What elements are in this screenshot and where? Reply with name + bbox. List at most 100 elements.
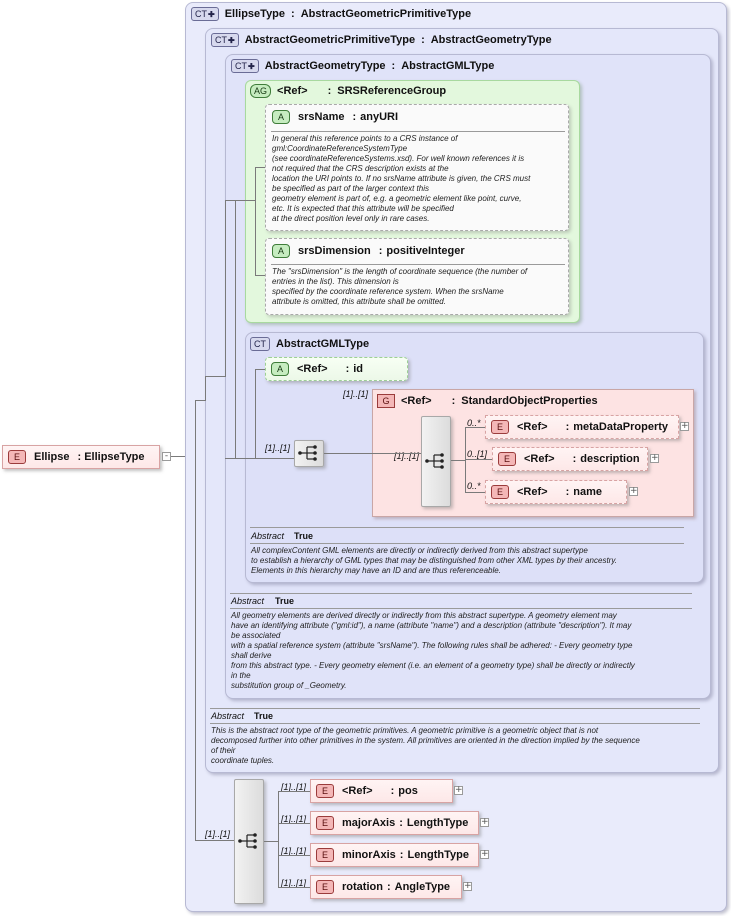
attribute-id[interactable]: A <Ref> : id	[265, 357, 408, 381]
element-rotation[interactable]: E rotation : AngleType	[310, 875, 462, 899]
expand-toggle[interactable]: +	[454, 785, 463, 795]
element-ref: <Ref>	[524, 453, 555, 465]
primitivetype-documentation: This is the abstract root type of the ge…	[211, 726, 640, 765]
ellipse-sequence-compositor[interactable]	[234, 779, 264, 904]
element-majoraxis[interactable]: E majorAxis : LengthType	[310, 811, 479, 835]
root-element-name: Ellipse	[34, 451, 70, 463]
attribute-documentation: In general this reference points to a CR…	[272, 134, 531, 223]
attribute-ref: <Ref>	[297, 363, 328, 375]
expand-toggle[interactable]: +	[480, 817, 489, 827]
element-name: metaDataProperty	[573, 421, 669, 433]
geometrytype-header: CT✚ AbstractGeometryType : AbstractGMLTy…	[231, 59, 494, 73]
expand-toggle[interactable]: +	[680, 421, 689, 431]
element-ref: <Ref>	[342, 785, 373, 797]
attribute-badge: A	[272, 110, 290, 124]
group-header[interactable]: G <Ref> : StandardObjectProperties	[377, 394, 598, 408]
element-ref: <Ref>	[517, 486, 548, 498]
geometrytype-title: AbstractGeometryType	[264, 60, 386, 72]
element-type: LengthType	[407, 849, 469, 861]
element-cardinality: 0..[1]	[467, 449, 488, 459]
element-badge: E	[316, 784, 334, 798]
attribute-srsdimension[interactable]: A srsDimension : positiveInteger The "sr…	[265, 238, 569, 315]
gmltype-header: CT AbstractGMLType	[250, 337, 369, 351]
attribute-type: anyURI	[360, 111, 399, 123]
collapse-toggle[interactable]: -	[162, 452, 171, 461]
attribute-badge: A	[271, 362, 289, 376]
abstract-label: Abstract	[251, 531, 285, 541]
element-name: minorAxis	[342, 849, 396, 861]
element-cardinality: [1]..[1]	[281, 782, 307, 792]
primitivetype-base: AbstractGeometryType	[430, 34, 552, 46]
gmltype-documentation: All complexContent GML elements are dire…	[251, 546, 617, 575]
geometrytype-documentation: All geometry elements are derived direct…	[231, 611, 635, 690]
attribute-badge: A	[272, 244, 290, 258]
abstract-value: True	[254, 711, 274, 721]
element-name-ref[interactable]: E <Ref> : name	[485, 480, 627, 504]
sequence-compositor[interactable]	[294, 440, 324, 467]
gmltype-title: AbstractGMLType	[276, 338, 370, 350]
attribute-srsname[interactable]: A srsName : anyURI In general this refer…	[265, 104, 569, 231]
group-name: StandardObjectProperties	[461, 395, 598, 407]
attribute-name: srsDimension	[298, 245, 371, 257]
ellipsetype-header: CT✚ EllipseType : AbstractGeometricPrimi…	[191, 7, 471, 21]
element-description[interactable]: E <Ref> : description	[492, 447, 648, 471]
element-cardinality: 0..*	[467, 481, 481, 491]
element-badge: E	[316, 816, 334, 830]
attribute-group-badge: AG	[250, 84, 272, 98]
element-name: name	[573, 486, 602, 498]
abstract-label: Abstract	[231, 596, 265, 606]
expand-toggle[interactable]: +	[463, 881, 472, 891]
geometrytype-base: AbstractGMLType	[401, 60, 495, 72]
abstract-label: Abstract	[211, 711, 245, 721]
element-cardinality: [1]..[1]	[281, 878, 307, 888]
element-metadataproperty[interactable]: E <Ref> : metaDataProperty	[485, 415, 679, 439]
primitivetype-header: CT✚ AbstractGeometricPrimitiveType : Abs…	[211, 33, 552, 47]
inner-sequence-cardinality: [1]..[1]	[394, 451, 420, 461]
expand-toggle[interactable]: +	[650, 453, 659, 463]
element-badge: E	[316, 848, 334, 862]
inner-sequence-compositor[interactable]	[421, 416, 451, 507]
element-ref: <Ref>	[517, 421, 548, 433]
group-cardinality: [1]..[1]	[343, 389, 369, 399]
sequence-cardinality: [1]..[1]	[205, 829, 231, 839]
element-pos[interactable]: E <Ref> : pos	[310, 779, 453, 803]
srsgroup-name: SRSReferenceGroup	[337, 85, 447, 97]
element-name: description	[580, 453, 640, 465]
element-badge: E	[8, 450, 26, 464]
element-minoraxis[interactable]: E minorAxis : LengthType	[310, 843, 479, 867]
abstract-value: True	[275, 596, 295, 606]
expand-toggle[interactable]: +	[480, 849, 489, 859]
element-name: rotation	[342, 881, 383, 893]
element-badge: E	[491, 420, 509, 434]
attribute-type: positiveInteger	[386, 245, 465, 257]
element-badge: E	[491, 485, 509, 499]
complex-type-badge: CT✚	[231, 59, 259, 73]
attribute-name: id	[353, 363, 364, 375]
element-cardinality: [1]..[1]	[281, 814, 307, 824]
element-cardinality: 0..*	[467, 418, 481, 428]
sequence-icon	[238, 833, 257, 849]
complex-type-badge: CT✚	[191, 7, 219, 21]
root-element-ellipse[interactable]: E Ellipse : EllipseType	[2, 445, 160, 469]
group-badge: G	[377, 394, 395, 408]
primitivetype-title: AbstractGeometricPrimitiveType	[244, 34, 416, 46]
element-name: pos	[398, 785, 418, 797]
complex-type-badge: CT	[250, 337, 270, 351]
sequence-icon	[298, 445, 317, 461]
element-badge: E	[498, 452, 516, 466]
root-element-type: EllipseType	[84, 451, 145, 463]
ellipsetype-base: AbstractGeometricPrimitiveType	[300, 8, 472, 20]
element-name: majorAxis	[342, 817, 396, 829]
expand-toggle[interactable]: +	[629, 486, 638, 496]
srsgroup-ref: <Ref>	[277, 85, 308, 97]
element-type: AngleType	[394, 881, 451, 893]
abstract-value: True	[294, 531, 314, 541]
complex-type-badge: CT✚	[211, 33, 239, 47]
attribute-name: srsName	[298, 111, 345, 123]
element-badge: E	[316, 880, 334, 894]
sequence-icon	[425, 453, 444, 469]
sequence-cardinality: [1]..[1]	[265, 443, 291, 453]
srsgroup-header[interactable]: AG <Ref> : SRSReferenceGroup	[250, 84, 446, 98]
ellipsetype-title: EllipseType	[224, 8, 286, 20]
group-ref: <Ref>	[401, 395, 432, 407]
